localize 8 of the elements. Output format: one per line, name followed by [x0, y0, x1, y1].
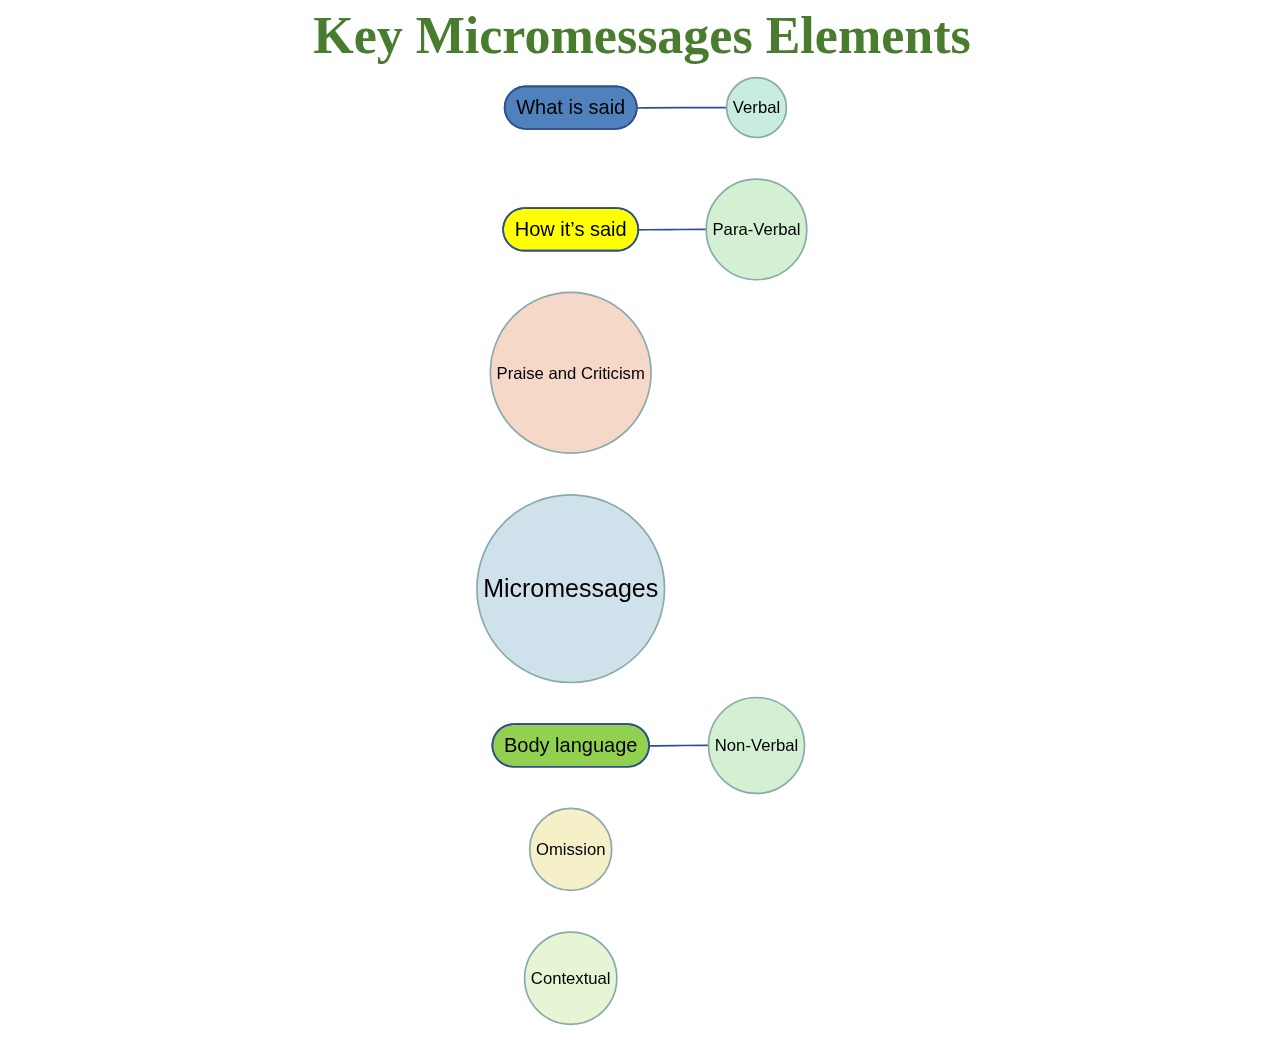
node-circle: Omission	[529, 807, 613, 892]
title: Key Micromessages Elements	[312, 6, 972, 65]
node-circle: Verbal	[725, 76, 788, 139]
node-circle: Para-Verbal	[705, 178, 808, 281]
node-circle: Non-Verbal	[707, 696, 806, 795]
node-circle: Praise and Criticism	[489, 291, 653, 454]
node-circle: Micromessages	[476, 494, 666, 684]
node-circle: Contextual	[523, 931, 618, 1026]
